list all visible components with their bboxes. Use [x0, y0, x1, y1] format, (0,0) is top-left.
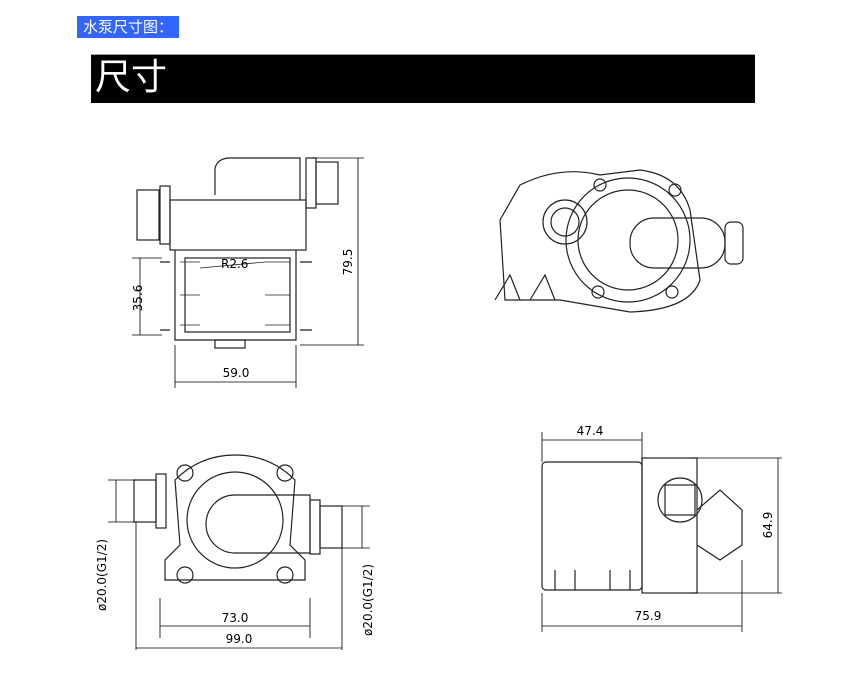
- inlet-port-label: ø20.0(G1/2): [95, 539, 109, 611]
- overall-width-label: 99.0: [226, 632, 253, 646]
- side-view-drawing: [136, 157, 339, 349]
- height-label: 79.5: [341, 249, 355, 276]
- outlet-port-label: ø20.0(G1/2): [361, 564, 375, 636]
- inner-width-label: 73.0: [222, 611, 249, 625]
- front-view-drawing: [133, 454, 343, 584]
- radius-label: R2.6: [221, 257, 248, 271]
- title-banner: 尺寸: [91, 54, 755, 103]
- banner-title: 尺寸: [95, 57, 168, 98]
- top-view-dimensions: [541, 432, 782, 632]
- slot-height-label: 35.6: [131, 285, 145, 312]
- front-view-dimensions: [108, 479, 370, 650]
- top-height-label: 64.9: [761, 512, 775, 539]
- width-label: 59.0: [223, 366, 250, 380]
- perspective-view-drawing: [494, 169, 744, 313]
- body-length-label: 47.4: [577, 424, 604, 438]
- side-view-dimensions: [132, 157, 364, 388]
- section-caption: 水泵尺寸图：: [77, 16, 180, 38]
- overall-length-label: 75.9: [635, 609, 662, 623]
- top-view-drawing: [541, 457, 743, 594]
